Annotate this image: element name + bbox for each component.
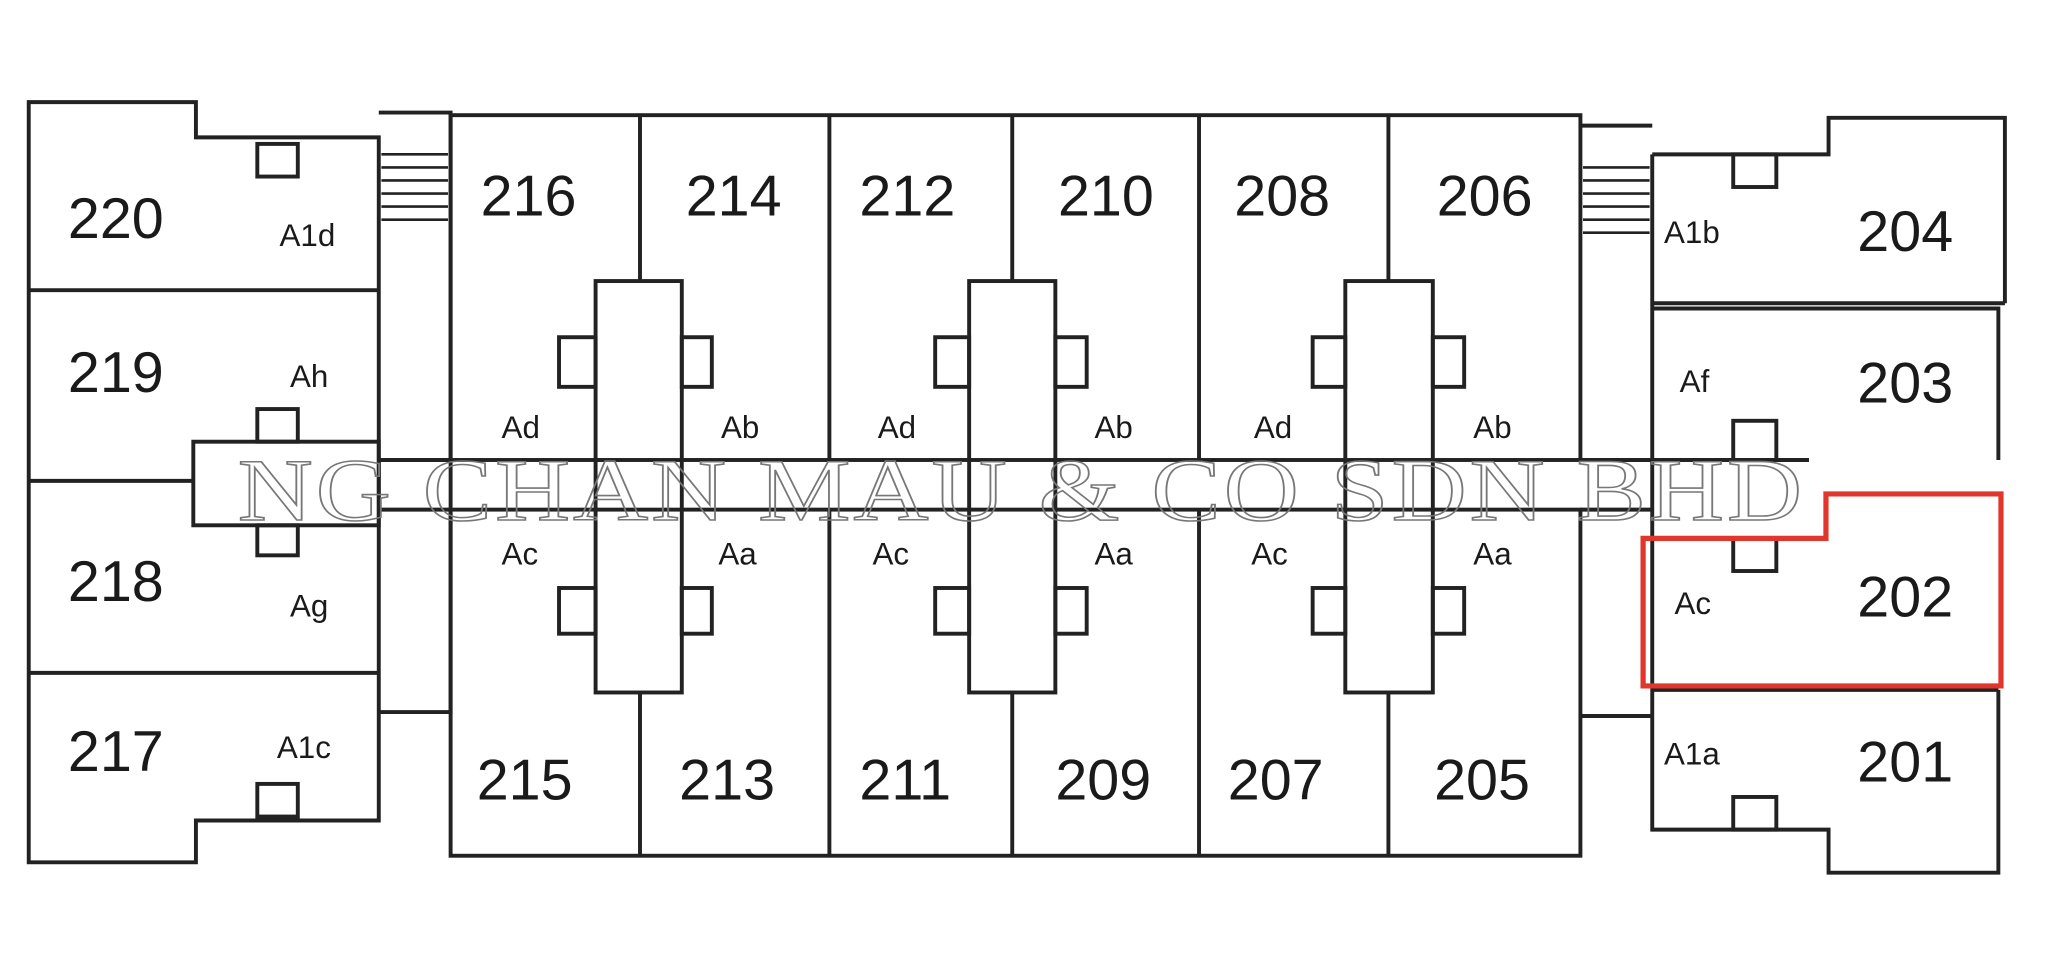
type-206: Ab [1473,410,1511,445]
unit-212[interactable]: 212 [859,165,955,229]
type-201: A1a [1664,736,1720,771]
right-wing [1650,115,2007,875]
unit-207[interactable]: 207 [1228,749,1324,813]
type-219: Ah [290,359,328,394]
unit-206[interactable]: 206 [1437,165,1533,229]
type-218: Ag [290,589,328,624]
type-212: Ad [878,410,916,445]
unit-218[interactable]: 218 [68,550,164,614]
type-213: Aa [718,536,757,571]
type-214: Ab [721,410,759,445]
unit-216[interactable]: 216 [481,165,577,229]
unit-210[interactable]: 210 [1058,165,1154,229]
type-205: Aa [1473,536,1512,571]
unit-220[interactable]: 220 [68,187,164,251]
unit-203[interactable]: 203 [1857,352,1953,416]
type-207: Ac [1251,536,1288,571]
type-208: Ad [1254,410,1292,445]
unit-type-labels: A1d Ah Ag A1c Ad Ab Ad Ab Ad Ab Ac Aa Ac… [277,215,1720,771]
unit-202[interactable]: 202 [1857,566,1953,630]
type-204: A1b [1664,215,1720,250]
unit-215[interactable]: 215 [477,749,573,813]
unit-214[interactable]: 214 [686,165,782,229]
type-220: A1d [280,218,336,253]
highlight-unit-202[interactable] [1640,491,2004,689]
unit-205[interactable]: 205 [1434,749,1530,813]
type-210: Ab [1095,410,1133,445]
type-215: Ac [502,536,539,571]
stair-right [1580,123,1653,718]
unit-204[interactable]: 204 [1857,200,1953,264]
unit-209[interactable]: 209 [1055,749,1151,813]
type-216: Ad [502,410,540,445]
type-202: Ac [1674,586,1711,621]
type-203: Af [1680,364,1710,399]
type-211: Ac [872,536,909,571]
left-wing [26,100,381,865]
unit-numbers: 220 219 218 217 216 214 212 210 208 206 … [68,165,1953,813]
type-217: A1c [277,730,331,765]
unit-208[interactable]: 208 [1234,165,1330,229]
unit-219[interactable]: 219 [68,341,164,405]
stair-left [378,110,453,715]
central-block [378,113,1809,858]
watermark: NG CHAN MAU & CO SDN BHD [238,442,1805,540]
unit-211[interactable]: 211 [859,749,951,813]
unit-213[interactable]: 213 [679,749,775,813]
unit-217[interactable]: 217 [68,720,164,784]
unit-201[interactable]: 201 [1857,730,1953,794]
type-209: Aa [1095,536,1134,571]
